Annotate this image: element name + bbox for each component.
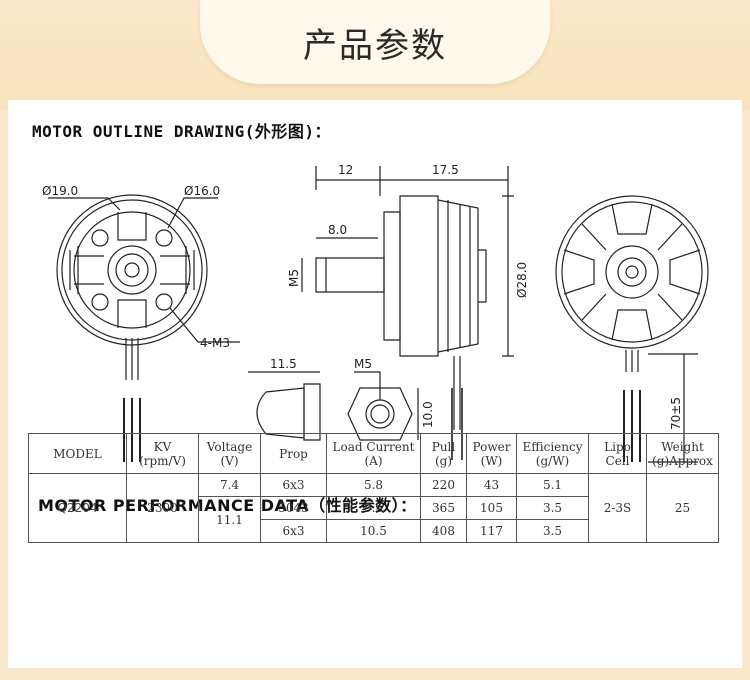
cell-weight: 25 [646, 473, 719, 543]
cell-kv: 2300 [126, 473, 199, 543]
dim-nut-10: 10.0 [421, 401, 435, 428]
cell-lipo: 2-3S [588, 473, 647, 543]
dim-lead-length: 70±5 [669, 397, 683, 430]
header-kv: KV(rpm/V) [126, 433, 199, 474]
cell-voltage: 11.1 [198, 496, 261, 543]
header-efficiency: Efficiency(g/W) [516, 433, 589, 474]
page-title: 产品参数 [303, 25, 447, 66]
cell-current: 5.8 [326, 473, 421, 497]
dim-shaft-8: 8.0 [328, 223, 347, 237]
header-weight: Weight(g)Approx [646, 433, 719, 474]
cell-prop: 6x3 [260, 519, 327, 543]
title-tab: 产品参数 [200, 0, 550, 84]
header-power: Power(W) [466, 433, 517, 474]
cell-voltage: 7.4 [198, 473, 261, 497]
cell-pull: 365 [420, 496, 467, 520]
page-header: 产品参数 [0, 0, 750, 110]
dim-diameter-19: Ø19.0 [42, 184, 78, 198]
header-voltage: Voltage(V) [198, 433, 261, 474]
cell-pull: 220 [420, 473, 467, 497]
header-pull: Pull(g) [420, 433, 467, 474]
cell-efficiency: 3.5 [516, 519, 589, 543]
cell-power: 117 [466, 519, 517, 543]
dim-length-17-5: 17.5 [432, 163, 459, 177]
header-load-current: Load Current(A) [326, 433, 421, 474]
dim-length-12: 12 [338, 163, 353, 177]
cell-efficiency: 3.5 [516, 496, 589, 520]
spec-sheet: MOTOR OUTLINE DRAWING(外形图)： [8, 100, 742, 668]
table-row: Q2204 2300 7.4 6x3 5.8 220 43 5.1 2-3S 2… [28, 473, 719, 543]
cell-prop: 5043 [260, 496, 327, 520]
table-row: 6x3 10.5 408 117 3.5 [29, 519, 719, 543]
motor-side-view [301, 166, 514, 460]
cell-power: 105 [466, 496, 517, 520]
table-header-row: MODEL KV(rpm/V) Voltage(V) Prop Load Cur… [28, 433, 719, 474]
cell-prop: 6x3 [260, 473, 327, 497]
prop-adapter-bullet [248, 371, 321, 441]
motor-top-view [555, 195, 709, 463]
cell-model: Q2204 [28, 473, 127, 543]
outline-section-title: MOTOR OUTLINE DRAWING(外形图)： [32, 122, 332, 141]
header-prop: Prop [260, 433, 327, 474]
performance-table: MODEL KV(rpm/V) Voltage(V) Prop Load Cur… [28, 433, 719, 543]
dim-shaft-m5: M5 [287, 269, 301, 287]
cell-power: 43 [466, 473, 517, 497]
dim-diameter-16: Ø16.0 [184, 184, 220, 198]
outline-drawing: Ø19.0 Ø16.0 4-M3 12 17.5 8.0 M5 Ø28.0 11… [42, 163, 709, 463]
dim-nut-m5: M5 [354, 357, 372, 371]
cell-efficiency: 5.1 [516, 473, 589, 497]
dim-adapter-11-5: 11.5 [270, 357, 297, 371]
header-model: MODEL [28, 433, 127, 474]
prop-nut-hex [347, 371, 419, 441]
dim-diameter-28: Ø28.0 [515, 262, 529, 298]
cell-current: 10.5 [326, 519, 421, 543]
dim-screws-4-m3: 4-M3 [200, 336, 230, 350]
motor-bottom-view [48, 194, 240, 462]
cell-current: 9.5 [326, 496, 421, 520]
cell-pull: 408 [420, 519, 467, 543]
